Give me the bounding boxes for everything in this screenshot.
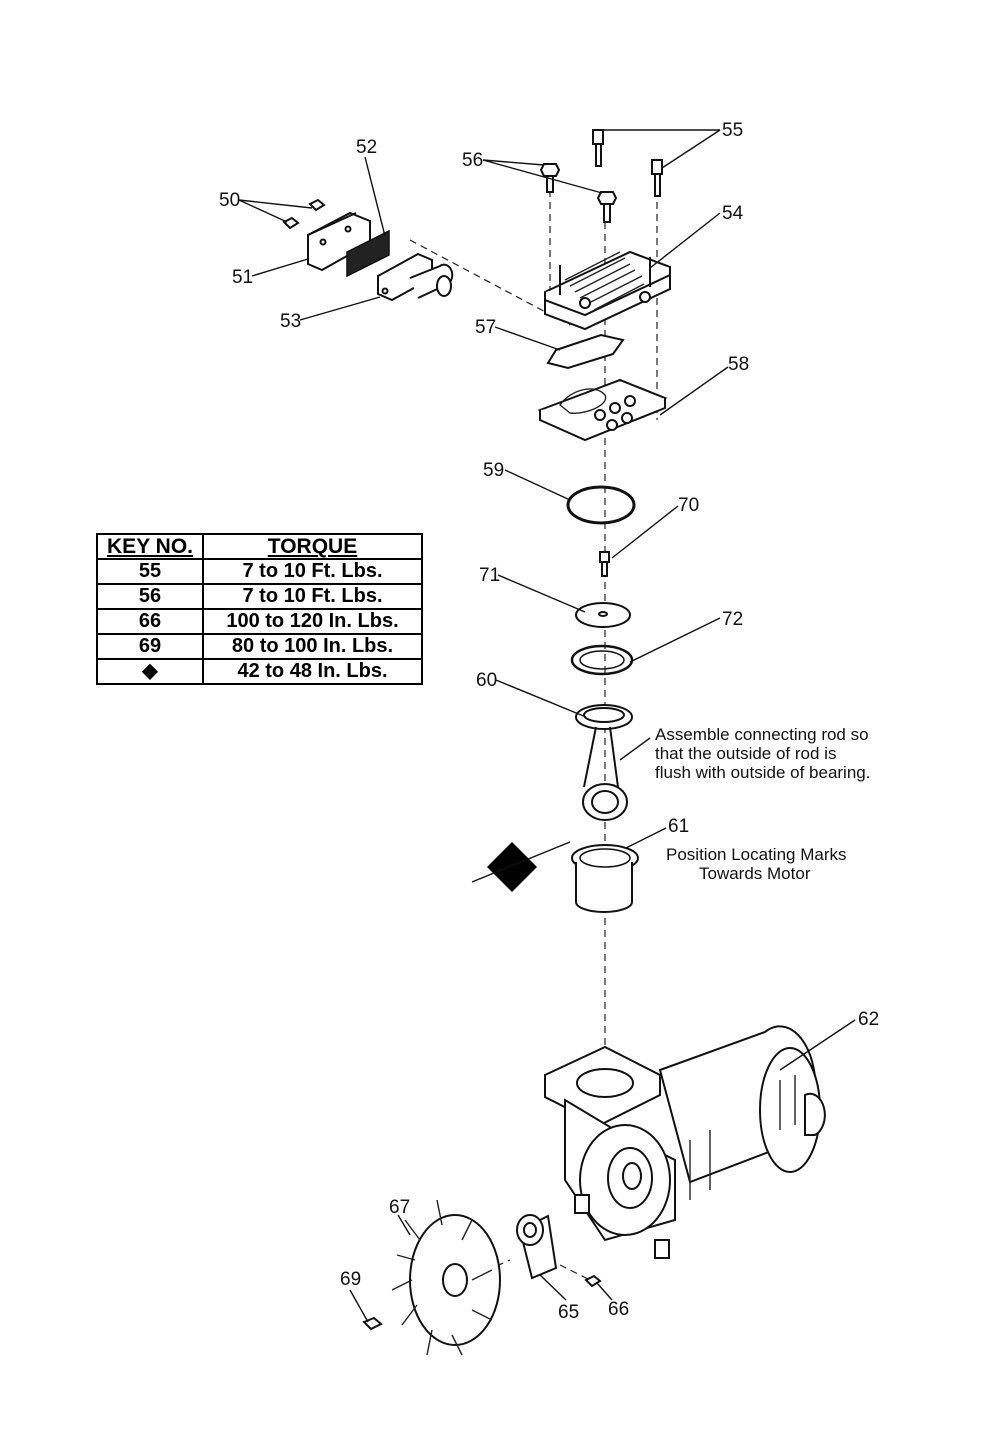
diamond-torque-marker [471,841,571,892]
note-line: flush with outside of bearing. [655,763,870,782]
callout-70: 70 [678,495,699,516]
part-50-screws [282,198,326,230]
note-connecting-rod: Assemble connecting rod so that the outs… [655,725,870,782]
callout-55: 55 [722,120,743,141]
key-no-cell: 69 [96,633,204,660]
part-71-disc [575,602,631,628]
callout-57: 57 [475,317,496,338]
torque-cell: 42 to 48 In. Lbs. [202,658,423,685]
leader-lines [238,129,856,1323]
callout-65: 65 [558,1302,579,1323]
part-60-connecting-rod [575,704,633,821]
torque-cell: 7 to 10 Ft. Lbs. [202,583,423,610]
part-58-valve-plate [537,378,668,442]
key-no-cell: ◆ [96,658,204,685]
callout-67: 67 [389,1197,410,1218]
part-54-head [544,250,671,331]
part-69-screw [362,1316,383,1331]
callout-58: 58 [728,354,749,375]
callout-51: 51 [232,267,253,288]
callout-53: 53 [280,311,301,332]
key-no-cell: 55 [96,558,204,585]
note-line: Position Locating Marks [666,845,846,864]
callout-60: 60 [476,670,497,691]
torque-cell: 7 to 10 Ft. Lbs. [202,558,423,585]
callout-71: 71 [479,565,500,586]
part-62-motor [544,1025,826,1259]
callout-72: 72 [722,609,743,630]
torque-table-header-row: KEY NO. TORQUE [96,533,423,560]
torque-cell: 80 to 100 In. Lbs. [202,633,423,660]
note-locating-marks: Position Locating Marks Towards Motor [666,845,846,883]
key-no-cell: 66 [96,608,204,635]
callout-54: 54 [722,203,744,224]
part-72-ring [570,644,634,676]
torque-table: KEY NO. TORQUE 55 7 to 10 Ft. Lbs. 56 7 … [96,533,423,685]
callout-59: 59 [483,460,504,481]
part-59-o-ring [566,485,636,525]
callout-62: 62 [858,1009,879,1030]
callout-labels: 50 51 52 53 54 55 56 57 58 59 70 71 72 6… [219,120,879,1323]
table-row: 66 100 to 120 In. Lbs. [96,608,423,635]
part-66-bolt [584,1274,602,1288]
callout-56: 56 [462,150,483,171]
part-51-plate [307,211,371,272]
part-53-intake [377,252,454,302]
table-row: 56 7 to 10 Ft. Lbs. [96,583,423,610]
torque-cell: 100 to 120 In. Lbs. [202,608,423,635]
callout-69: 69 [340,1269,361,1290]
note-line: Assemble connecting rod so [655,725,869,744]
callout-52: 52 [356,137,377,158]
part-52-filter [346,229,390,278]
key-no-cell: 56 [96,583,204,610]
callout-66: 66 [608,1299,629,1320]
part-65-eccentric [516,1214,558,1280]
table-row: 55 7 to 10 Ft. Lbs. [96,558,423,585]
table-row: ◆ 42 to 48 In. Lbs. [96,658,423,685]
part-55-56-bolts [539,129,663,223]
torque-header: TORQUE [202,533,423,560]
callout-61: 61 [668,816,689,837]
part-61-bearing [571,844,639,913]
key-no-header: KEY NO. [96,533,204,560]
callout-50: 50 [219,190,240,211]
part-70-screw [599,551,610,577]
table-row: 69 80 to 100 In. Lbs. [96,633,423,660]
part-67-fan [391,1199,501,1356]
note-line: Towards Motor [699,864,811,883]
part-57-gasket [546,333,625,370]
note-line: that the outside of rod is [655,744,836,763]
